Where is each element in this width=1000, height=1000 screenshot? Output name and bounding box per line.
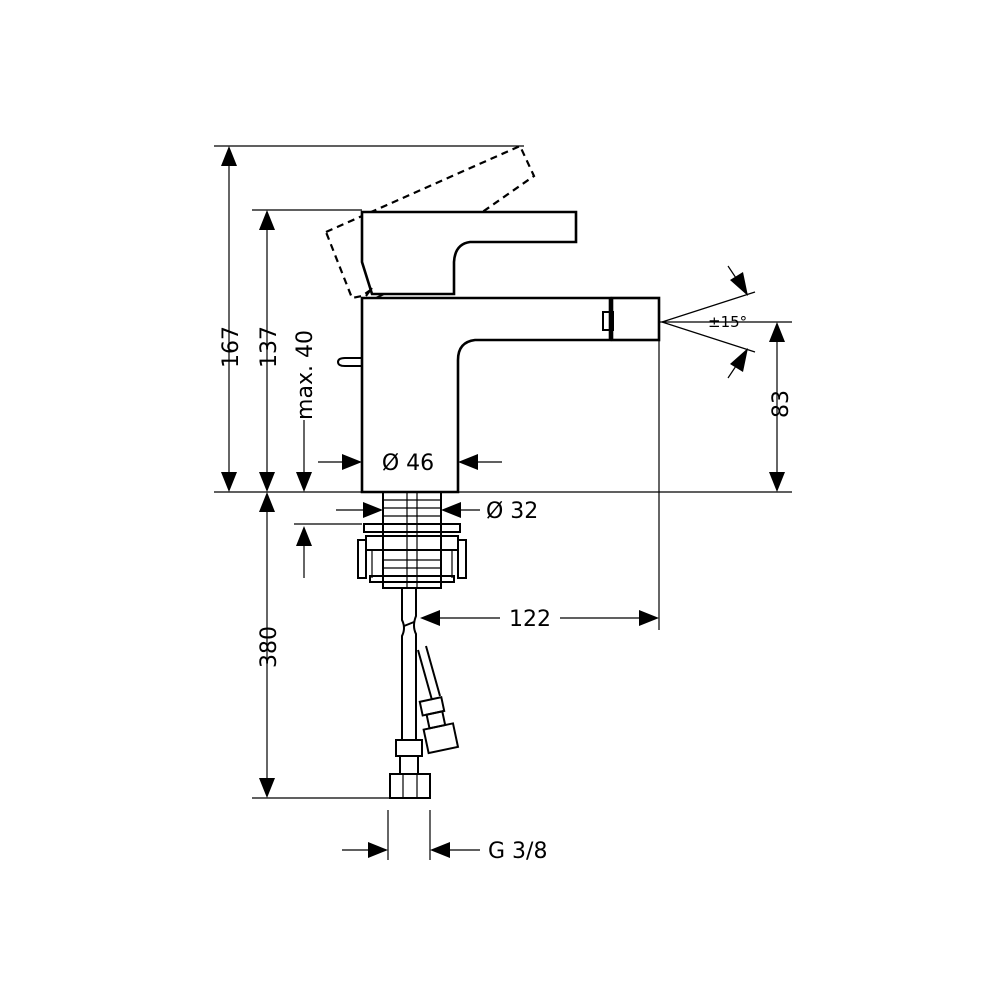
extension-lines xyxy=(214,145,792,860)
dim-spray-angle: ±15° xyxy=(661,265,756,379)
dim-spout-reach: 122 xyxy=(420,607,659,632)
dim-spout-height-label: 83 xyxy=(769,390,794,418)
dim-total-height-label: 167 xyxy=(219,326,244,368)
faucet-outline xyxy=(324,144,661,799)
dim-connection-thread: G 3/8 xyxy=(342,839,547,864)
spray-head xyxy=(610,296,661,342)
mixer-body xyxy=(360,296,612,494)
dim-hose-length: 380 xyxy=(257,492,282,798)
spray-head-ring xyxy=(602,311,614,331)
dim-spray-angle-label: ±15° xyxy=(708,313,747,331)
dim-spout-height: 83 xyxy=(769,322,794,492)
dim-shank-diameter: Ø 32 xyxy=(336,499,538,524)
lever-handle xyxy=(360,210,578,296)
dim-spout-reach-label: 122 xyxy=(509,607,551,632)
dim-body-diameter-label: Ø 46 xyxy=(382,451,434,476)
threaded-shank xyxy=(382,491,442,589)
supply-hoses xyxy=(389,588,460,799)
dim-total-height: 167 xyxy=(219,146,244,492)
popup-rod xyxy=(336,357,362,367)
dim-max-lift: max. 40 xyxy=(293,330,362,578)
dim-handle-height-label: 137 xyxy=(257,326,282,368)
dim-body-diameter: Ø 46 xyxy=(318,451,502,476)
dim-hose-length-label: 380 xyxy=(257,626,282,668)
dim-handle-height: 137 xyxy=(257,210,282,492)
fixing-set xyxy=(357,523,467,583)
dim-shank-diameter-label: Ø 32 xyxy=(486,499,538,524)
dim-connection-thread-label: G 3/8 xyxy=(488,839,547,864)
dim-max-lift-label: max. 40 xyxy=(293,330,318,420)
